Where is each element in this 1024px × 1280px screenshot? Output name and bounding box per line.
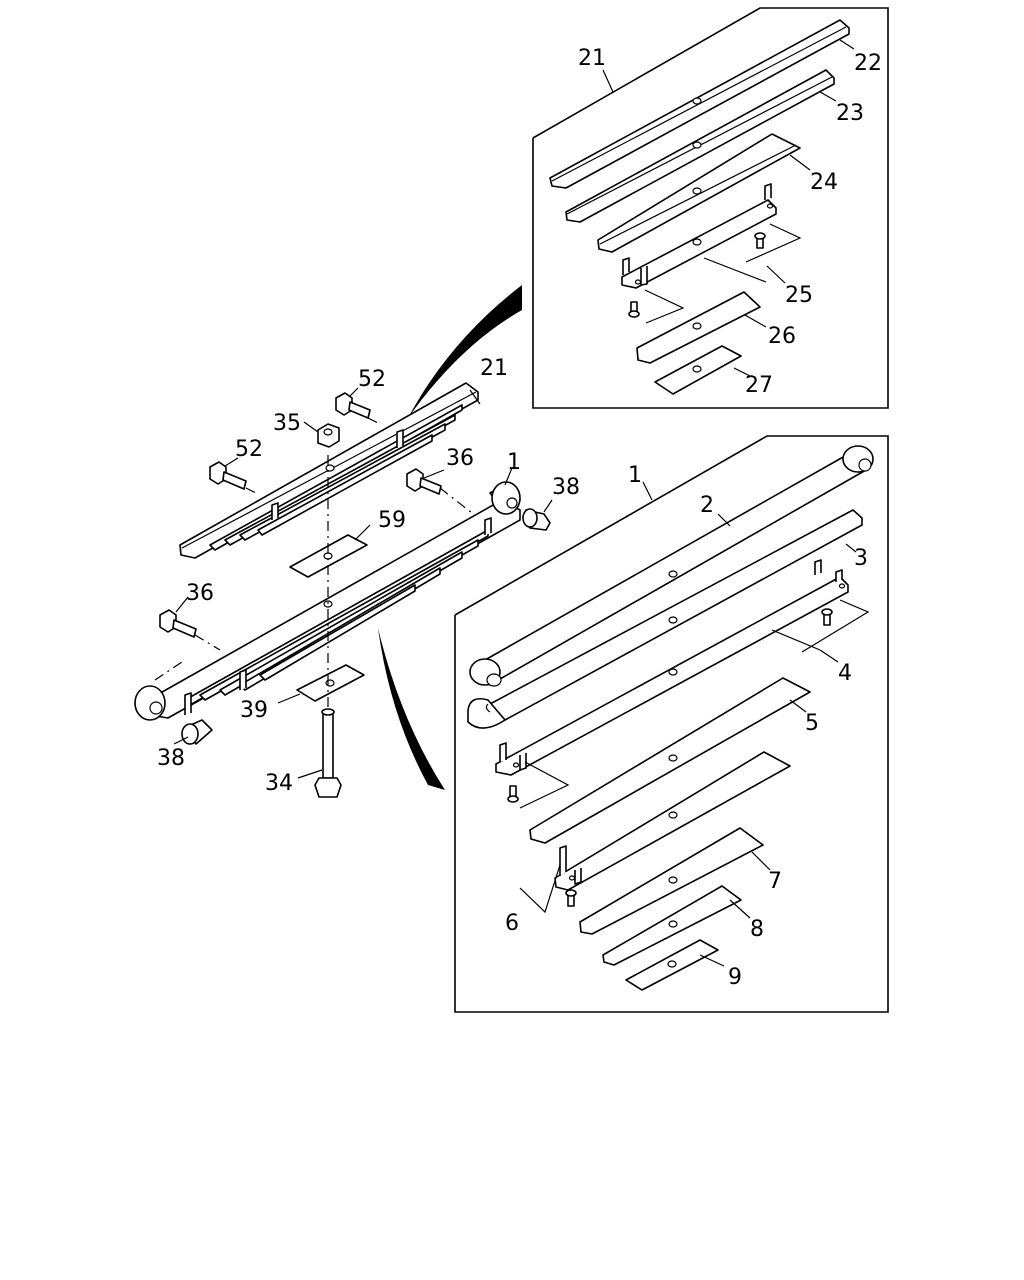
bushing-38-left bbox=[181, 719, 213, 745]
callout-label: 6 bbox=[505, 911, 519, 936]
leaf-26 bbox=[636, 291, 761, 364]
callout-label: 2 bbox=[700, 493, 714, 518]
leaf-4 bbox=[495, 559, 870, 809]
callout-label: 5 bbox=[805, 711, 819, 736]
callout-label: 38 bbox=[157, 746, 185, 771]
spring-pack-21 bbox=[179, 382, 479, 559]
callout-label: 36 bbox=[446, 446, 474, 471]
bolt-34 bbox=[314, 708, 342, 798]
leaf-5 bbox=[529, 677, 811, 844]
callout-label: 52 bbox=[235, 437, 263, 462]
callout-label: 52 bbox=[358, 367, 386, 392]
bolt-52-lower bbox=[209, 461, 247, 490]
callout-label: 24 bbox=[810, 170, 838, 195]
connector-arrow-lower bbox=[378, 628, 445, 790]
callout-label: 26 bbox=[768, 324, 796, 349]
callout-label: 21 bbox=[578, 46, 606, 71]
callout-label: 9 bbox=[728, 965, 742, 990]
callout-label: 1 bbox=[507, 450, 521, 475]
callout-label: 23 bbox=[836, 101, 864, 126]
callout-label: 38 bbox=[552, 475, 580, 500]
main-assembly: 52 21 35 52 36 1 38 59 36 39 38 34 bbox=[134, 356, 580, 798]
callout-label: 22 bbox=[854, 51, 882, 76]
callout-label: 35 bbox=[273, 411, 301, 436]
pad-59 bbox=[289, 534, 368, 578]
callout-label: 21 bbox=[480, 356, 508, 381]
nut-35 bbox=[317, 423, 340, 448]
bolt-36-lower bbox=[159, 609, 197, 638]
callout-label: 1 bbox=[628, 463, 642, 488]
spring-pack-1 bbox=[134, 481, 521, 721]
leaf-3 bbox=[467, 509, 863, 729]
callout-label: 36 bbox=[186, 581, 214, 606]
pad-39 bbox=[296, 664, 365, 702]
callout-label: 3 bbox=[854, 546, 868, 571]
leaf-7 bbox=[579, 827, 764, 935]
bolt-52-upper bbox=[335, 392, 371, 419]
callout-label: 39 bbox=[240, 698, 268, 723]
connector-arrow-upper bbox=[408, 285, 522, 418]
leaf-8 bbox=[602, 885, 742, 966]
lower-inset-frame bbox=[454, 435, 889, 1013]
bushing-38-right bbox=[522, 508, 551, 531]
callout-label: 27 bbox=[745, 373, 773, 398]
callout-label: 4 bbox=[838, 661, 852, 686]
callout-label: 8 bbox=[750, 917, 764, 942]
callout-label: 59 bbox=[378, 508, 406, 533]
callout-label: 7 bbox=[768, 869, 782, 894]
leaf-22 bbox=[549, 19, 850, 189]
callout-label: 34 bbox=[265, 771, 293, 796]
lower-inset: 1 2 3 4 5 6 7 8 9 bbox=[454, 435, 889, 1013]
leaf-6 bbox=[519, 751, 791, 914]
callout-label: 25 bbox=[785, 283, 813, 308]
leaf-2 bbox=[469, 445, 874, 687]
leaf-23 bbox=[565, 69, 835, 223]
leaf-24 bbox=[597, 133, 801, 253]
leaf-25 bbox=[621, 183, 802, 324]
pad-9 bbox=[625, 939, 719, 991]
pad-27 bbox=[654, 345, 742, 395]
upper-inset: 21 22 23 24 25 26 27 bbox=[532, 7, 889, 409]
bolt-36-upper bbox=[406, 468, 442, 495]
upper-inset-frame bbox=[532, 7, 889, 409]
